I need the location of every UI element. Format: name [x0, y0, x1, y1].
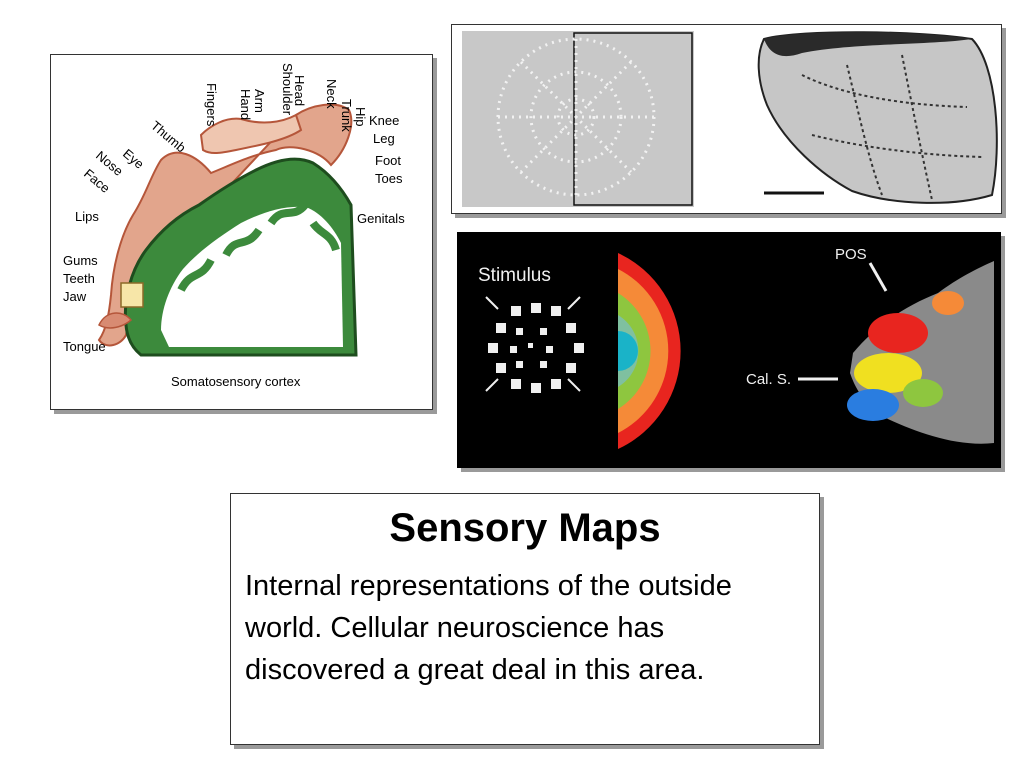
- label-genitals: Genitals: [357, 211, 405, 226]
- pos-arrow: [868, 262, 888, 292]
- homunculus-illustration: Hip Trunk Neck Head Shoulder Arm Hand Fi…: [63, 63, 405, 389]
- teeth-shape: [120, 282, 144, 308]
- label-tongue: Tongue: [63, 339, 106, 354]
- slide-body-text: Internal representations of the outside …: [245, 570, 732, 686]
- cortex-white-matter: [161, 206, 343, 347]
- homunculus-arm-shape: [199, 113, 303, 154]
- stimulus-label: Stimulus: [478, 265, 551, 286]
- cortex-tissue-photo: [757, 31, 998, 204]
- label-trunk: Trunk: [339, 99, 354, 132]
- stimulus-arrows: [485, 296, 581, 392]
- fmri-illustration: Stimulus: [458, 233, 1000, 467]
- retinotopy-photo-figure: [451, 24, 1002, 214]
- label-thumb: Thumb: [148, 118, 189, 156]
- fmri-retinotopy-figure: Stimulus: [457, 232, 1001, 468]
- homunculus-body-shape: [97, 103, 353, 347]
- cortex-gyri-lines: [177, 202, 340, 293]
- caption-box: Sensory Maps Internal representations of…: [230, 493, 820, 745]
- label-shoulder: Shoulder: [280, 63, 295, 116]
- slide-title: Sensory Maps: [389, 506, 661, 550]
- label-jaw: Jaw: [63, 289, 87, 304]
- cals-label: Cal. S.: [746, 371, 791, 388]
- activation-patches: [847, 291, 964, 421]
- checkerboard-stimulus: [488, 303, 584, 393]
- dotted-polar-grid: [496, 37, 656, 197]
- tissue-dark-edge: [764, 32, 972, 57]
- label-head: Head: [292, 75, 307, 106]
- tongue-shape: [98, 312, 133, 329]
- label-hand: Hand: [238, 89, 253, 120]
- label-foot: Foot: [375, 153, 401, 168]
- eccentricity-halfdisk: [618, 253, 681, 449]
- label-leg: Leg: [373, 131, 395, 146]
- label-arm: Arm: [252, 89, 267, 113]
- label-fingers: Fingers: [204, 83, 219, 127]
- pos-label: POS: [835, 246, 867, 263]
- label-neck: Neck: [324, 79, 339, 109]
- label-gums: Gums: [63, 253, 98, 268]
- label-knee: Knee: [369, 113, 399, 128]
- tissue-grid-marks: [801, 54, 983, 201]
- homunculus-figure: Hip Trunk Neck Head Shoulder Arm Hand Fi…: [50, 54, 433, 410]
- label-teeth: Teeth: [63, 271, 95, 286]
- stimulus-frame: [573, 32, 693, 206]
- label-toes: Toes: [375, 171, 403, 186]
- retinotopy-illustration: [462, 31, 998, 207]
- homunculus-caption: Somatosensory cortex: [171, 374, 301, 389]
- label-hip: Hip: [353, 107, 368, 127]
- label-lips: Lips: [75, 209, 99, 224]
